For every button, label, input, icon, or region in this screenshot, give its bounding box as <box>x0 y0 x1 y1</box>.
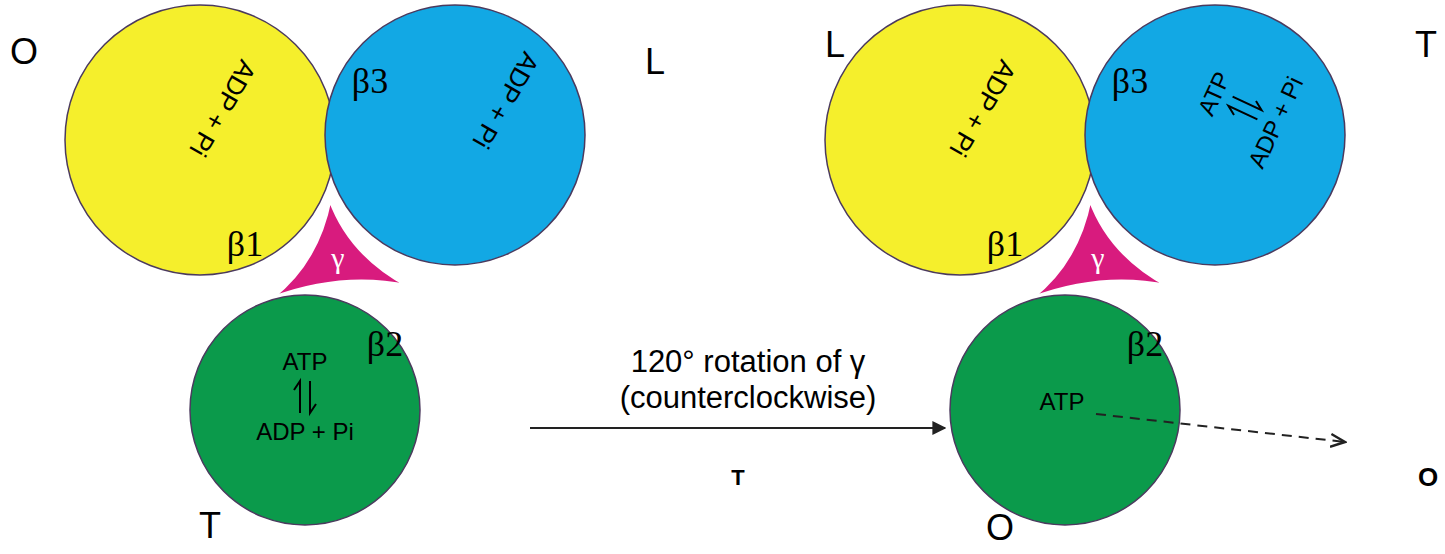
beta-subunit: ADP + Piβ1 <box>825 5 1095 275</box>
bound-nucleotide: ATP <box>1040 388 1085 416</box>
beta-subunit: ADP + Piβ1 <box>65 5 335 275</box>
state-label: O <box>1418 463 1438 493</box>
state-label: O <box>986 507 1014 548</box>
bound-nucleotide: ADP + Pi <box>256 418 354 446</box>
subunit-label: β2 <box>1127 324 1163 365</box>
rotation-arrow <box>530 427 945 429</box>
subunit-label: β1 <box>987 224 1023 265</box>
gamma-subunit: γ <box>266 194 414 304</box>
bound-nucleotide: ATP <box>283 348 328 376</box>
subunit-label: β3 <box>1112 61 1148 102</box>
beta-subunit: ATP β2 <box>950 295 1180 525</box>
gamma-subunit: γ <box>1026 194 1174 304</box>
subunit-label: γ <box>331 241 344 276</box>
state-label: O <box>10 31 38 72</box>
subunit-label: β2 <box>367 324 403 365</box>
state-label: T <box>199 505 221 546</box>
subunit-circle <box>1085 5 1345 265</box>
subunit-circle <box>325 5 585 265</box>
state-label: L <box>645 41 665 82</box>
beta-subunit: ATP ADP + Pi β2 <box>190 295 420 525</box>
subunit-label: γ <box>1091 241 1104 276</box>
state-label: L <box>825 24 845 65</box>
arrow-label: 120° rotation of γ (counterclockwise) <box>583 344 913 415</box>
subunit-label: β1 <box>227 224 263 265</box>
state-label: T <box>1415 24 1437 65</box>
state-label: T <box>731 465 744 490</box>
beta-subunit: ATPADP + Piβ3 <box>1085 5 1345 265</box>
beta-subunit: ADP + Piβ3 <box>325 5 585 265</box>
subunit-label: β3 <box>352 61 388 102</box>
